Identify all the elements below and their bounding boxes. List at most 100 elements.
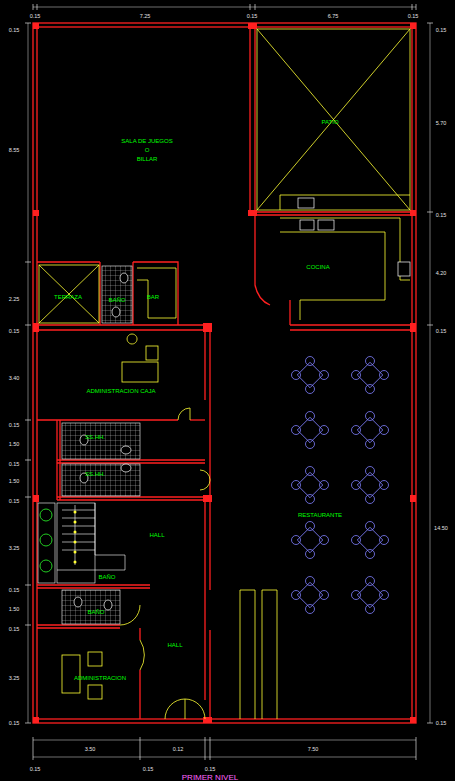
- room-label: ADMINISTRACION CAJA: [86, 387, 155, 396]
- dimension-holder: 7.25: [139, 4, 152, 22]
- room-label: TERRAZA: [54, 293, 82, 302]
- dimension-holder: 2.25: [8, 287, 21, 305]
- table-set: [352, 577, 389, 614]
- room-label: BAÑO: [87, 608, 104, 617]
- room-name: PATIO: [321, 118, 338, 127]
- dimension-holder: 1.50: [8, 432, 21, 450]
- room-name: ADMINISTRACION: [74, 674, 126, 683]
- dimension: 1.50: [8, 441, 21, 447]
- dimension: 0.15: [29, 13, 42, 19]
- dimension-holder: 3.50: [84, 737, 97, 755]
- dimension: 0.15: [204, 766, 217, 772]
- dimension: 3.40: [8, 375, 21, 381]
- dimension: 0.15: [8, 328, 21, 334]
- room-name: RESTAURANTE: [298, 511, 342, 520]
- dimension: 0.15: [435, 212, 448, 218]
- dimension: 8.55: [8, 147, 21, 153]
- room-name: BAR: [147, 293, 159, 302]
- room-label: COCINA: [306, 263, 329, 272]
- dimension-holder: 5.70: [435, 111, 448, 129]
- room-name: COCINA: [306, 263, 329, 272]
- table-set: [352, 357, 389, 394]
- dimension: 0.15: [407, 13, 420, 19]
- room-label: PATIO: [321, 118, 338, 127]
- columns: [33, 23, 416, 723]
- room-label: SS.HH.: [85, 433, 105, 442]
- stairs: [57, 503, 125, 583]
- room-name: TERRAZA: [54, 293, 82, 302]
- room-name: BILLAR: [121, 155, 172, 164]
- dimension-holder: 14.50: [433, 516, 449, 534]
- dimension: 0.15: [8, 498, 21, 504]
- dimension-holder: 7.50: [307, 737, 320, 755]
- dimension: 0.15: [435, 720, 448, 726]
- dimension: 1.50: [8, 606, 21, 612]
- room-name: SALA DE JUEGOS: [121, 137, 172, 146]
- dimension: 0.12: [172, 746, 185, 752]
- dimension: 7.50: [307, 746, 320, 752]
- dimension-holder: 0.15: [8, 711, 21, 729]
- dimension-holder: 8.55: [8, 138, 21, 156]
- table-set: [352, 522, 389, 559]
- drawing-caption-holder: PRIMER NIVEL: [181, 766, 239, 781]
- table-set: [352, 412, 389, 449]
- room-name: SS.HH.: [85, 433, 105, 442]
- dimension: 7.25: [139, 13, 152, 19]
- dimension: 0.15: [142, 766, 155, 772]
- dimension-holder: 4.20: [435, 261, 448, 279]
- dining-tables: [292, 357, 389, 614]
- room-name: ADMINISTRACION CAJA: [86, 387, 155, 396]
- dimension-holder: 0.15: [8, 578, 21, 596]
- dimension: 0.15: [8, 461, 21, 467]
- room-label: HALL: [149, 531, 164, 540]
- table-set: [292, 577, 329, 614]
- dimension-holder: 3.40: [8, 366, 21, 384]
- dimension-holder: 0.15: [246, 4, 259, 22]
- dimension-holder: 0.15: [8, 18, 21, 36]
- room-name: HALL: [167, 641, 182, 650]
- fixtures: [39, 29, 410, 719]
- dimension: 5.70: [435, 120, 448, 126]
- dimension-holder: 0.15: [407, 4, 420, 22]
- table-set: [292, 412, 329, 449]
- room-name-holder: BAÑO: [98, 565, 115, 583]
- dimension-holder: 0.12: [172, 737, 185, 755]
- dimension: 3.25: [8, 545, 21, 551]
- table-set: [352, 467, 389, 504]
- dimension: 3.50: [84, 746, 97, 752]
- walls: [33, 23, 416, 723]
- dimension-holder: 0.15: [435, 711, 448, 729]
- dimension: 0.15: [8, 720, 21, 726]
- dimension: 0.15: [8, 27, 21, 33]
- dimension-lines: [25, 4, 433, 760]
- dimension-holder: 0.15: [435, 203, 448, 221]
- dimension: 0.15: [8, 587, 21, 593]
- dimension: 0.15: [8, 422, 21, 428]
- room-name: SS.HH.: [85, 470, 105, 479]
- dimension: 0.15: [29, 766, 42, 772]
- dimension: 4.20: [435, 270, 448, 276]
- room-name: BAÑO: [108, 296, 125, 305]
- dimension-holder: 0.15: [435, 319, 448, 337]
- dimension: 6.75: [327, 13, 340, 19]
- room-label: SALA DE JUEGOSOBILLAR: [121, 137, 172, 164]
- dimension: 2.25: [8, 296, 21, 302]
- dimension-holder: 0.15: [8, 413, 21, 431]
- dimension-holder: 1.50: [8, 469, 21, 487]
- room-label: ADMINISTRACION: [74, 674, 126, 683]
- drawing-caption: PRIMER NIVEL: [181, 773, 239, 781]
- room-label: BAR: [147, 293, 159, 302]
- bathroom-tiles: [62, 266, 140, 624]
- room-name: BAÑO: [98, 574, 115, 580]
- dimension-holder: 0.15: [29, 757, 42, 775]
- sanitary-fixtures: [74, 198, 410, 610]
- dimension-holder: 0.15: [142, 757, 155, 775]
- dimension-holder: 0.15: [8, 617, 21, 635]
- dimension-holder: 0.15: [8, 489, 21, 507]
- dimension-holder: 6.75: [327, 4, 340, 22]
- dimension: 0.15: [435, 328, 448, 334]
- dimension-holder: 3.25: [8, 536, 21, 554]
- planter: [38, 503, 55, 583]
